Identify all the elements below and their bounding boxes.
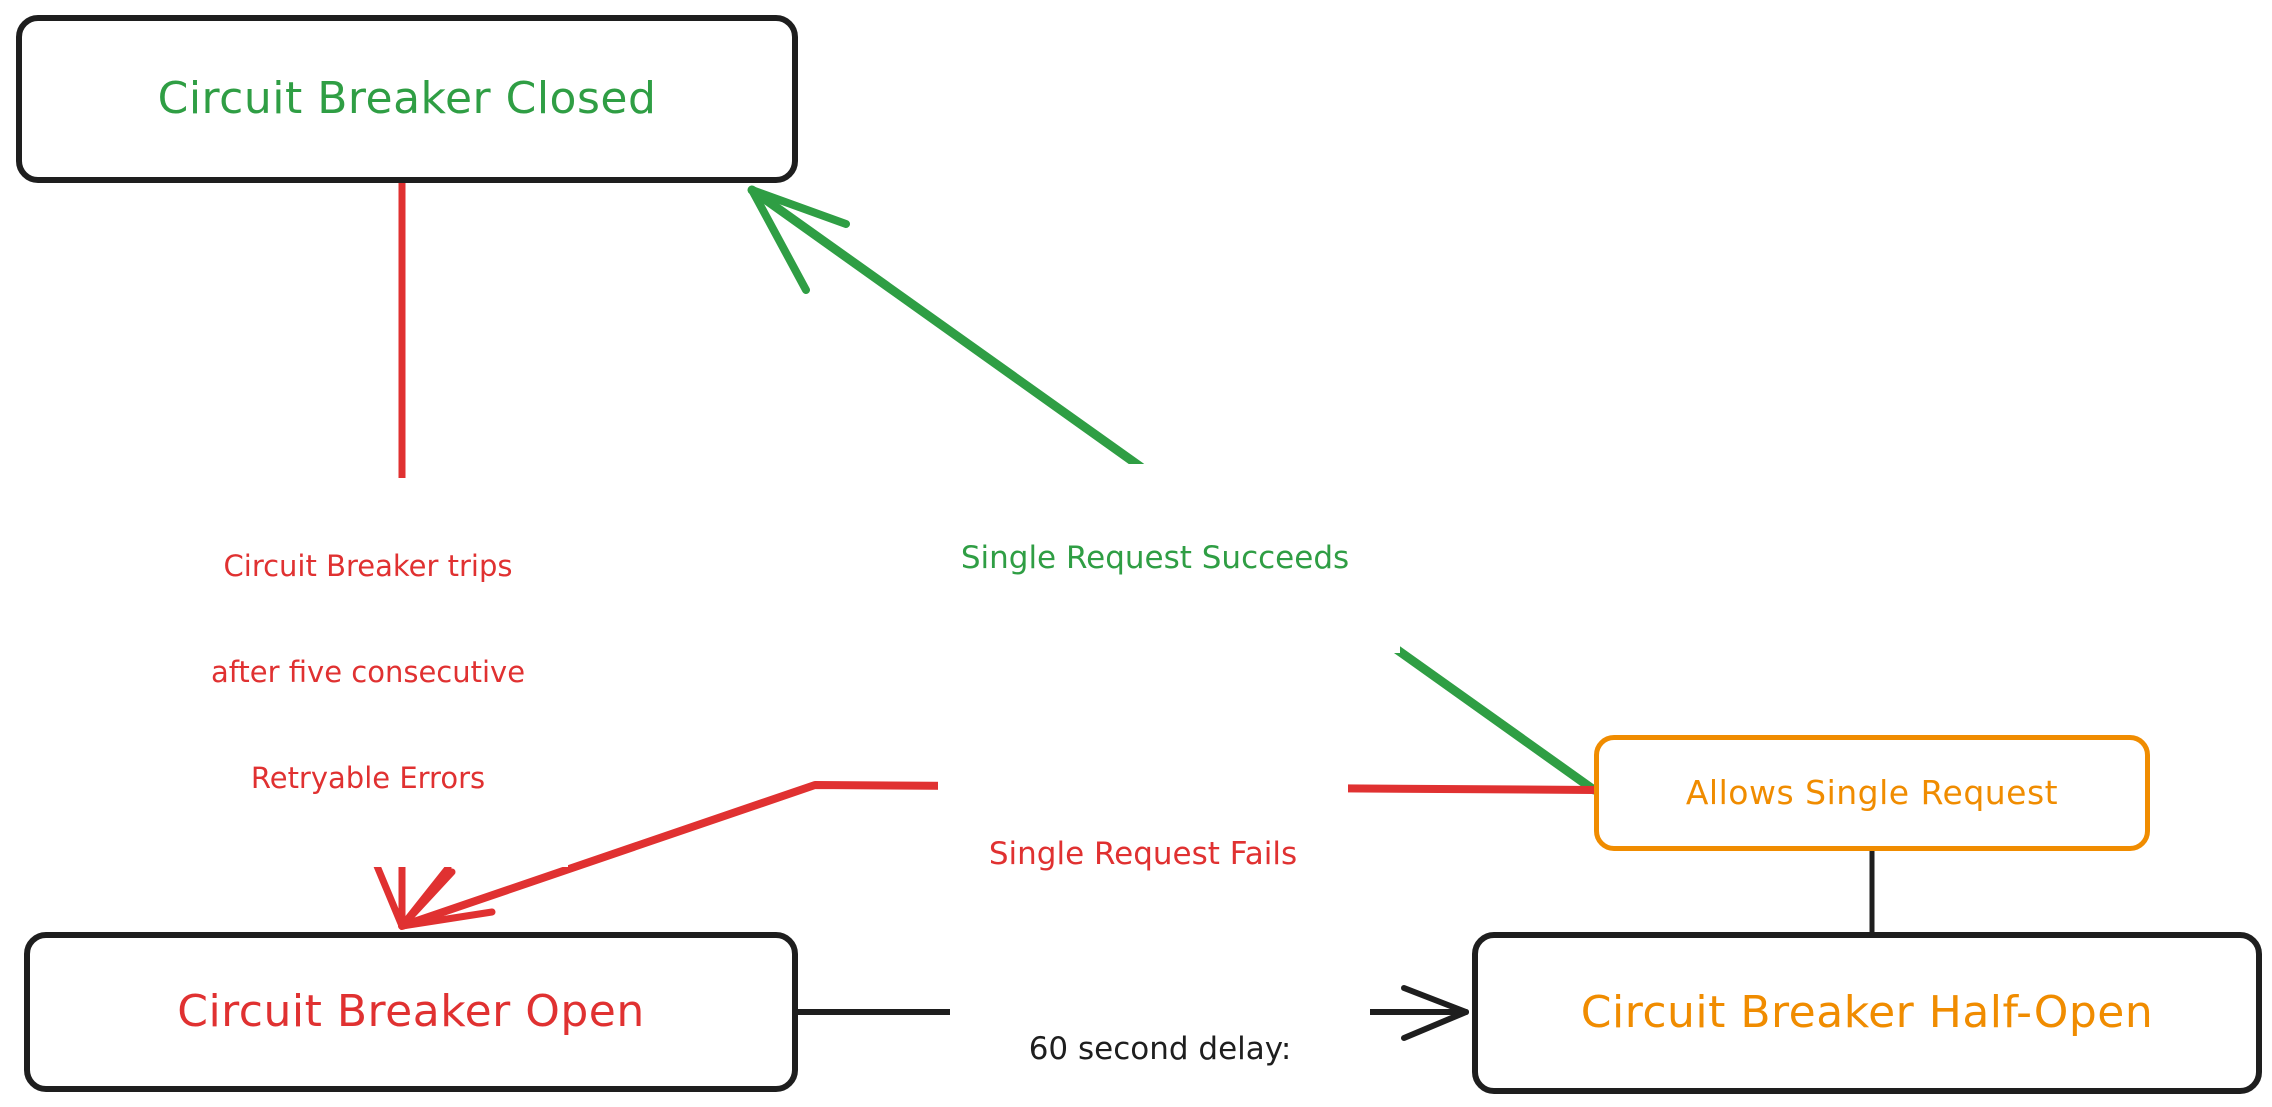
edge-succeeds-connector — [747, 185, 1599, 795]
edge-label-succeeds-line1: Single Request Succeeds — [960, 539, 1350, 576]
node-circuit-breaker-half-open[interactable]: Circuit Breaker Half-Open — [1472, 932, 2262, 1094]
node-circuit-breaker-open[interactable]: Circuit Breaker Open — [24, 932, 798, 1092]
edge-delay-connector — [795, 985, 1469, 1041]
edge-label-trips: Circuit Breaker trips after five consecu… — [168, 478, 568, 868]
node-label-circuit-breaker-closed: Circuit Breaker Closed — [157, 72, 657, 124]
edge-label-fails: Single Request Fails — [938, 760, 1348, 950]
edge-label-succeeds: Single Request Succeeds — [910, 464, 1400, 654]
node-label-circuit-breaker-half-open: Circuit Breaker Half-Open — [1580, 986, 2154, 1038]
edge-fails-connector — [398, 781, 1598, 930]
edge-label-delay-line1: 60 second delay: — [1028, 1030, 1292, 1067]
edge-trips-connector — [368, 179, 456, 930]
edge-label-trips-line3: Retryable Errors — [250, 761, 486, 795]
edge-label-fails-line1: Single Request Fails — [988, 835, 1298, 872]
node-circuit-breaker-closed[interactable]: Circuit Breaker Closed — [16, 15, 798, 183]
edge-label-delay: 60 second delay: No requests allowed — [950, 955, 1370, 1107]
node-allows-single-request[interactable]: Allows Single Request — [1594, 735, 2150, 851]
node-label-circuit-breaker-open: Circuit Breaker Open — [177, 985, 645, 1037]
edge-label-trips-line1: Circuit Breaker trips — [223, 548, 513, 583]
edge-label-trips-line2: after five consecutive — [210, 654, 526, 689]
node-label-allows-single-request: Allows Single Request — [1685, 772, 2059, 812]
